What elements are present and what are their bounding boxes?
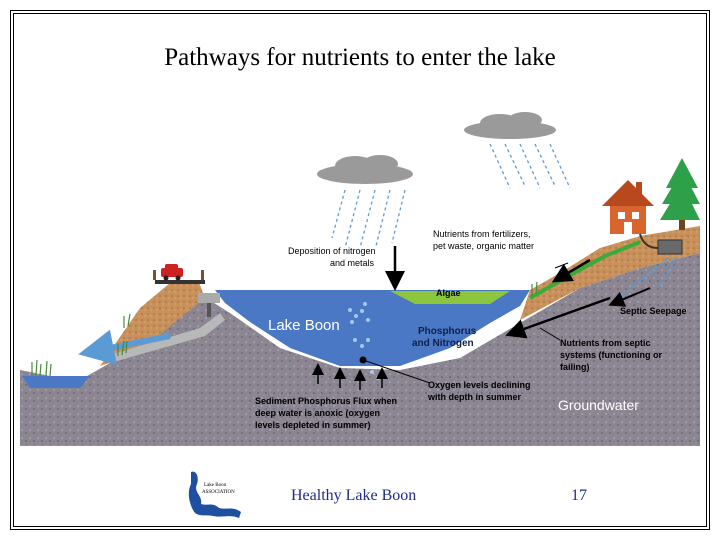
right-hill-soil <box>520 226 700 320</box>
septic-seepage-label: Septic Seepage <box>620 306 687 316</box>
rain-left <box>331 189 406 249</box>
sediment-label-3: levels depleted in summer) <box>255 420 371 430</box>
septic-arrow <box>505 296 611 339</box>
cloud-icon <box>317 155 413 184</box>
groundwater-label: Groundwater <box>558 397 639 413</box>
septic-label-2: systems (functioning or <box>560 350 663 360</box>
algae-label: Algae <box>436 288 461 298</box>
lake-water <box>215 290 530 366</box>
slide-title: Pathways for nutrients to enter the lake <box>164 44 556 71</box>
oxygen-label-2: with depth in summer <box>427 392 522 402</box>
grass-strip <box>529 240 641 300</box>
oxygen-label-1: Oxygen levels declining <box>428 380 531 390</box>
cloud-icon <box>464 112 556 139</box>
footer-text: Healthy Lake Boon <box>291 487 417 504</box>
phosphorus-label-1: Phosphorus <box>418 326 477 337</box>
lake-label: Lake Boon <box>268 317 340 334</box>
tree-icon <box>660 158 700 230</box>
algae <box>390 291 510 304</box>
pond <box>22 376 90 388</box>
fertilizer-label-2: pet waste, organic matter <box>433 241 534 251</box>
rain-right <box>489 143 571 189</box>
dam-wall <box>198 293 220 303</box>
sediment-flux-arrows <box>312 363 388 390</box>
reeds <box>31 281 538 377</box>
sediment-label-2: deep water is anoxic (oxygen <box>255 408 380 418</box>
septic-label-3: failing) <box>560 362 590 372</box>
outflow-channel <box>100 313 225 363</box>
page-number: 17 <box>571 487 587 504</box>
sediment-label-1: Sediment Phosphorus Flux when <box>255 396 397 406</box>
logo-line1: Lake Boon <box>204 483 227 488</box>
house-icon <box>602 180 654 234</box>
deposition-label-2: and metals <box>330 258 375 268</box>
fertilizer-label-1: Nutrients from fertilizers, <box>433 229 531 239</box>
road <box>155 280 205 284</box>
deposition-label-1: Deposition of nitrogen <box>288 246 376 256</box>
seepage-arrow <box>608 287 651 307</box>
septic-tank <box>657 239 683 255</box>
slide-border-outer <box>10 10 710 530</box>
slide-border-inner <box>13 13 707 527</box>
septic-label-1: Nutrients from septic <box>560 338 651 348</box>
car-icon <box>161 264 183 281</box>
fertilizer-arrow <box>551 258 591 283</box>
lake-boon-association-logo: Lake Boon ASSOCIATION <box>188 471 241 518</box>
logo-line2: ASSOCIATION <box>202 490 235 495</box>
nutrient-pathways-diagram: Lake Boon Deposition of nitrogen and met… <box>20 108 700 446</box>
phosphorus-label-2: and Nitrogen <box>412 338 474 349</box>
